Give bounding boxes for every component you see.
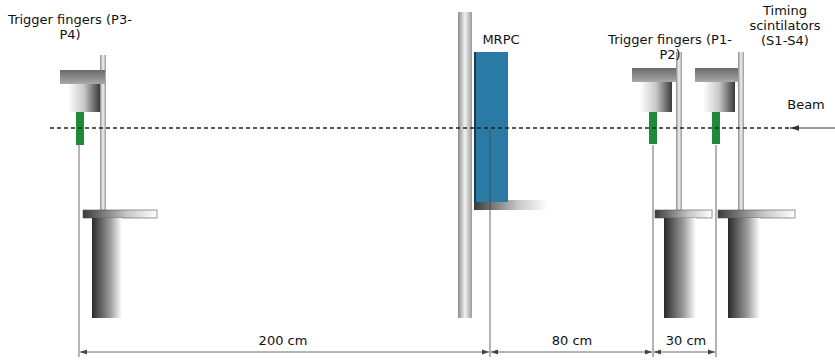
pmt-housing <box>703 82 735 112</box>
dimension-lines <box>80 352 715 353</box>
pmt-housing <box>68 84 100 112</box>
leader-line <box>653 145 654 357</box>
leader-line <box>79 145 80 357</box>
dimension-line <box>80 352 489 353</box>
stand-base <box>655 210 712 218</box>
stand-pole <box>738 52 744 211</box>
part-label: Trigger fingers (P3-P4) <box>5 12 135 42</box>
leader-line <box>716 145 717 357</box>
stand-arm <box>695 68 738 82</box>
stand-pole <box>676 52 682 211</box>
stand-base <box>83 210 157 218</box>
stand-base <box>718 210 795 218</box>
beam-label: Beam <box>780 97 832 112</box>
stand-arm <box>60 70 105 84</box>
dimension-line <box>491 352 652 353</box>
beam-arrow <box>790 128 835 129</box>
leader-line <box>490 130 491 357</box>
part-label: Trigger fingers (P1-P2) <box>605 32 735 62</box>
dimension-label: 80 cm <box>542 333 602 348</box>
stand-arm <box>632 68 676 82</box>
stand-pillar <box>728 218 760 318</box>
mrpc-stand <box>458 12 548 318</box>
stand-pillar <box>664 218 696 318</box>
pmt-housing <box>640 82 672 112</box>
stand-pole <box>458 12 472 318</box>
dimension-label: 30 cm <box>658 333 714 348</box>
dimension-leaders <box>79 130 716 357</box>
trigger-stand-right <box>632 52 712 318</box>
trigger-stand-left <box>60 55 157 318</box>
part-label: Timing scintilators (S1-S4) <box>738 3 832 48</box>
mrpc-detector <box>474 52 508 202</box>
mrpc-edge <box>474 52 475 202</box>
timing-stand <box>695 52 795 318</box>
beam-line <box>50 127 790 129</box>
dimension-line <box>654 352 715 353</box>
dimension-label: 200 cm <box>243 333 323 348</box>
part-label: MRPC <box>476 32 526 47</box>
stand-pillar <box>92 218 122 318</box>
